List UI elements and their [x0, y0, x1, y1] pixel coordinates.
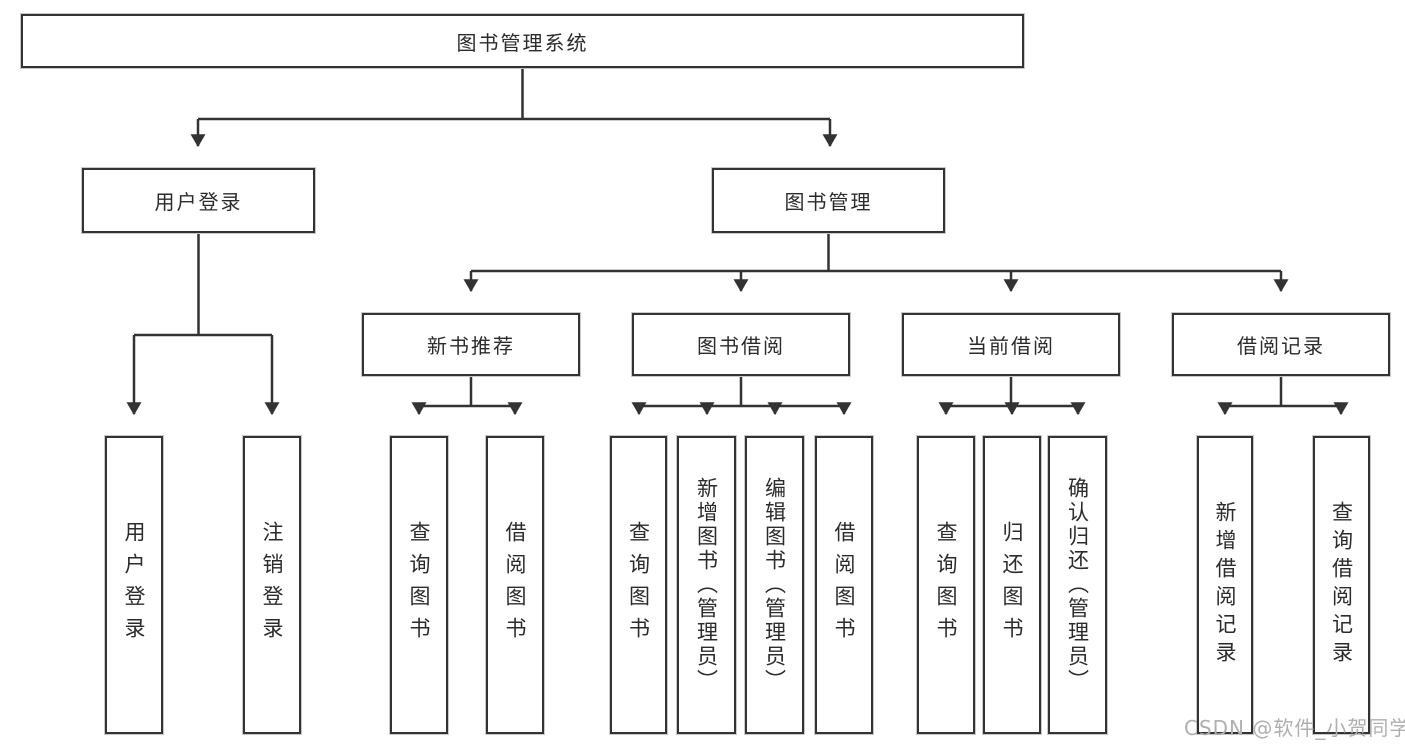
node-book-borrow: 图书借阅 — [632, 313, 850, 376]
leaf-user-login: 用户登录 — [105, 436, 163, 734]
leaf-records-add: 新增借阅记录 — [1197, 436, 1253, 734]
node-user-login: 用户登录 — [82, 168, 315, 233]
leaf-logout: 注销登录 — [243, 436, 301, 734]
leaf-borrow-edit-admin: 编辑图书（管理员） — [745, 436, 804, 734]
node-borrow-records: 借阅记录 — [1172, 313, 1390, 376]
leaf-borrow-add-admin: 新增图书（管理员） — [677, 436, 736, 734]
leaf-current-return: 归还图书 — [983, 436, 1041, 734]
node-root-label: 图书管理系统 — [456, 30, 589, 55]
node-user-login-label: 用户登录 — [154, 190, 243, 214]
leaf-current-query-label: 查询图书 — [934, 521, 958, 649]
leaf-borrow-query-label: 查询图书 — [626, 521, 651, 649]
leaf-borrow-add-admin-label: 新增图书（管理员） — [694, 477, 719, 693]
leaf-borrow-query: 查询图书 — [610, 436, 667, 734]
node-book-management-label: 图书管理 — [784, 190, 873, 214]
leaf-borrow-edit-admin-label: 编辑图书（管理员） — [762, 477, 787, 693]
leaf-borrow-borrow-label: 借阅图书 — [832, 521, 856, 649]
node-new-book-recommend-label: 新书推荐 — [427, 334, 515, 358]
node-root-system: 图书管理系统 — [21, 14, 1024, 68]
watermark-text: CSDN @软件_小贺同学 — [1184, 716, 1405, 740]
leaf-records-query-label: 查询借阅记录 — [1329, 501, 1354, 669]
node-book-management: 图书管理 — [712, 168, 945, 233]
leaf-newbooks-query-label: 查询图书 — [407, 521, 431, 649]
leaf-records-add-label: 新增借阅记录 — [1213, 501, 1237, 669]
node-current-borrow-label: 当前借阅 — [967, 334, 1055, 358]
leaf-newbooks-borrow-label: 借阅图书 — [503, 521, 527, 649]
leaf-current-return-label: 归还图书 — [1000, 521, 1024, 649]
leaf-records-query: 查询借阅记录 — [1313, 436, 1370, 734]
leaf-newbooks-query: 查询图书 — [390, 436, 448, 734]
leaf-user-login-label: 用户登录 — [122, 521, 146, 649]
leaf-current-confirm-admin: 确认归还（管理员） — [1048, 436, 1107, 734]
node-new-book-recommend: 新书推荐 — [362, 313, 580, 376]
leaf-current-confirm-admin-label: 确认归还（管理员） — [1065, 477, 1090, 693]
leaf-borrow-borrow: 借阅图书 — [815, 436, 873, 734]
leaf-current-query: 查询图书 — [917, 436, 975, 734]
node-borrow-records-label: 借阅记录 — [1237, 334, 1325, 358]
node-current-borrow: 当前借阅 — [902, 313, 1120, 376]
leaf-newbooks-borrow: 借阅图书 — [486, 436, 544, 734]
node-book-borrow-label: 图书借阅 — [697, 334, 785, 358]
leaf-logout-label: 注销登录 — [260, 521, 284, 649]
